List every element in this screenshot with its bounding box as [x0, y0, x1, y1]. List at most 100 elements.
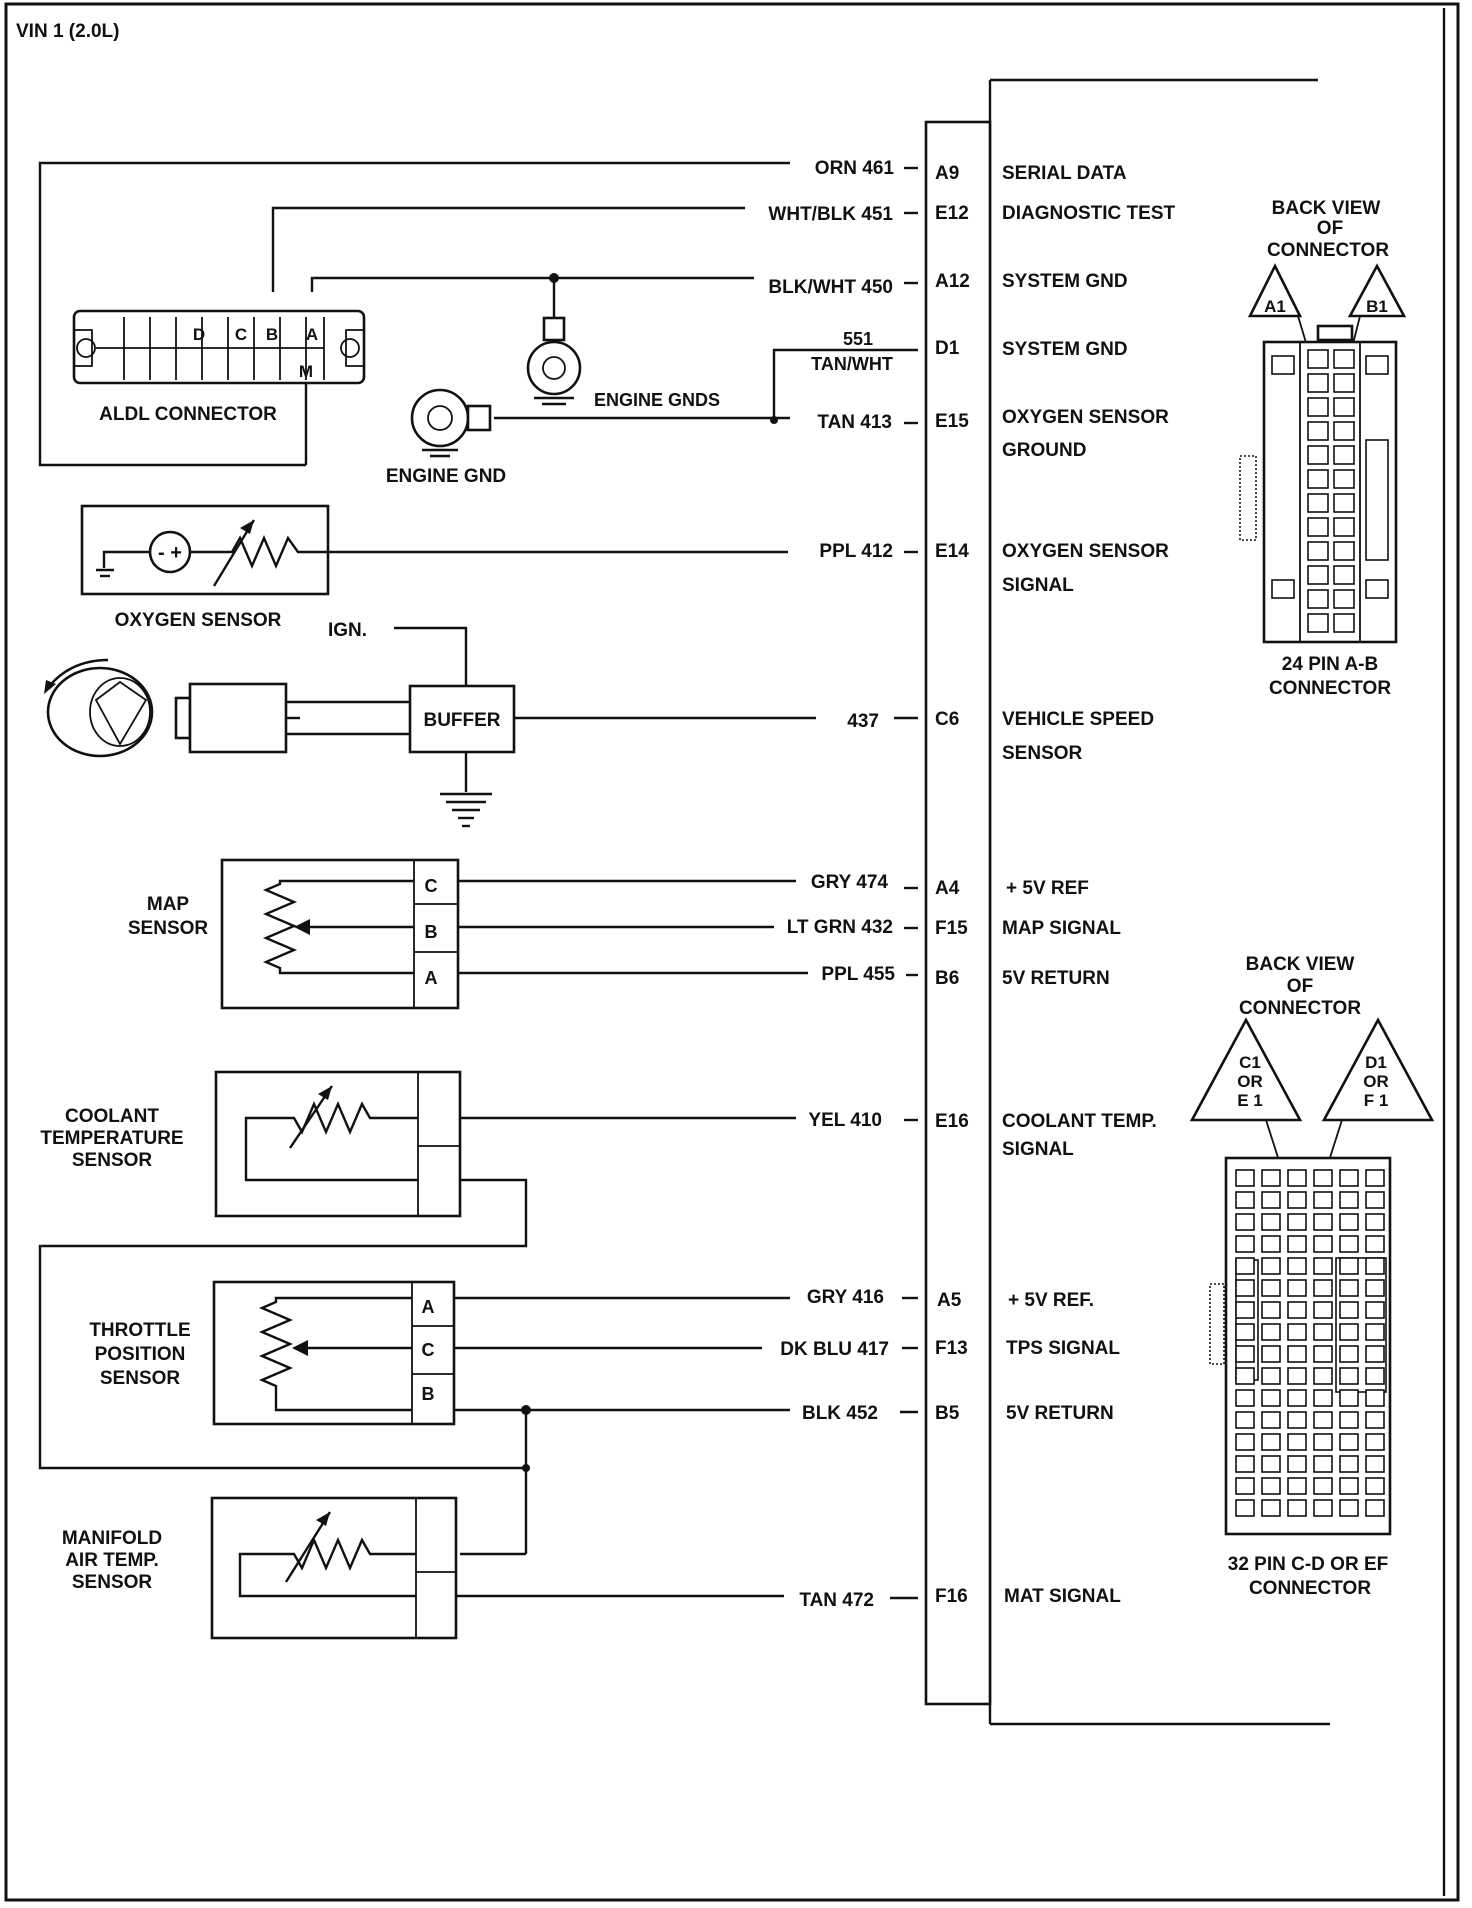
connector-pin-cell	[1365, 1499, 1385, 1517]
connector-pin-cell	[1333, 517, 1355, 537]
connector-pin-cell	[1365, 1345, 1385, 1363]
oxygen-sensor-label: OXYGEN SENSOR	[115, 610, 282, 631]
circuit-vehicle-speed: 437 C6 VEHICLE SPEED SENSOR	[514, 709, 1154, 764]
connector-pin-cell	[1313, 1345, 1333, 1363]
connector-pin-cell	[1287, 1235, 1307, 1253]
connector-pin-cell	[1313, 1213, 1333, 1231]
connector-pin-cell	[1287, 1367, 1307, 1385]
connector-pin-cell	[1313, 1323, 1333, 1341]
c32-marker-right-1: D1	[1365, 1053, 1387, 1072]
oxygen-sensor-polarity: - +	[158, 542, 182, 564]
connector-pin-cell	[1307, 517, 1329, 537]
connector-24pin-back-view: BACK VIEW OF CONNECTOR A1 B1 24 PIN A-B …	[1239, 198, 1407, 699]
pin-label: D1	[935, 338, 960, 359]
connector-pin-cell	[1235, 1499, 1255, 1517]
connector-pin-cell	[1365, 1301, 1385, 1319]
connector-pin-cell	[1261, 1433, 1281, 1451]
connector-pin-cell	[1313, 1477, 1333, 1495]
connector-pin-cell	[1307, 445, 1329, 465]
buffer-label: BUFFER	[423, 710, 500, 731]
tps-pin-b: B	[422, 1384, 435, 1404]
connector-pin-cell	[1261, 1191, 1281, 1209]
connector-pin-cell	[1339, 1279, 1359, 1297]
engine-gnds-device: ENGINE GNDS	[526, 316, 720, 410]
connector-pin-cell	[1333, 373, 1355, 393]
circuit-5v-return-b6: PPL 455 B6 5V RETURN	[456, 964, 1110, 989]
connector-pin-cell	[1261, 1499, 1281, 1517]
connector-pin-cell	[1261, 1213, 1281, 1231]
map-sensor-label-2: SENSOR	[128, 918, 209, 939]
connector-pin-cell	[1365, 1191, 1385, 1209]
signal-label-2: SENSOR	[1002, 743, 1083, 764]
mat-sensor-label-3: SENSOR	[72, 1572, 153, 1593]
pin-label: E16	[935, 1111, 969, 1132]
pin-label: A12	[935, 271, 970, 292]
ecm-connector-strip	[924, 120, 992, 1706]
connector-pin-cell	[1339, 1411, 1359, 1429]
connector-pin-cell	[1313, 1411, 1333, 1429]
circuit-map-signal: LT GRN 432 F15 MAP SIGNAL	[456, 917, 1121, 939]
engine-gnd-label: ENGINE GND	[386, 466, 506, 487]
connector-pin-cell	[1333, 613, 1355, 633]
connector-pin-cell	[1365, 1477, 1385, 1495]
c24-header-1: BACK VIEW	[1272, 198, 1381, 219]
connector-pin-cell	[1313, 1169, 1333, 1187]
page-frame	[4, 2, 1460, 1902]
connector-pin-cell	[1261, 1323, 1281, 1341]
throttle-position-sensor: A C B THROTTLE POSITION SENSOR	[89, 1280, 456, 1426]
connector-pin-cell	[1307, 421, 1329, 441]
signal-label-2: SIGNAL	[1002, 1139, 1074, 1160]
connector-pin-cell	[1339, 1345, 1359, 1363]
signal-label: COOLANT TEMP.	[1002, 1111, 1157, 1132]
circuit-coolant-signal: YEL 410 E16 COOLANT TEMP. SIGNAL	[460, 1110, 1157, 1160]
c32-marker-left-2: OR	[1237, 1072, 1263, 1091]
c32-marker-right-3: F 1	[1364, 1091, 1389, 1110]
coolant-sensor-label-3: SENSOR	[72, 1150, 153, 1171]
signal-label-2: GROUND	[1002, 440, 1086, 461]
connector-pin-cell	[1365, 1433, 1385, 1451]
connector-pin-cell	[1261, 1389, 1281, 1407]
engine-gnds-label: ENGINE GNDS	[594, 390, 720, 410]
connector-pin-cell	[1333, 349, 1355, 369]
pin-label: A9	[935, 163, 959, 184]
connector-pin-cell	[1235, 1367, 1255, 1385]
wire-label: YEL 410	[808, 1110, 882, 1131]
connector-pin-cell	[1307, 469, 1329, 489]
aldl-connector: D C B A M ALDL CONNECTOR	[72, 309, 366, 465]
connector-pin-cell	[1313, 1235, 1333, 1253]
connector-pin-cell	[1307, 565, 1329, 585]
connector-pin-cell	[1287, 1301, 1307, 1319]
connector-pin-cell	[1339, 1367, 1359, 1385]
c24-caption-2: CONNECTOR	[1269, 678, 1391, 699]
connector-pin-cell	[1333, 397, 1355, 417]
tps-label-2: POSITION	[95, 1344, 186, 1365]
wire-label: DK BLU 417	[780, 1339, 889, 1360]
sensor-return-network	[38, 1178, 530, 1556]
connector-pin-cell	[1339, 1323, 1359, 1341]
oxygen-sensor: - + OXYGEN SENSOR	[80, 504, 330, 631]
c32-marker-left-3: E 1	[1237, 1091, 1263, 1110]
connector-pin-cell	[1339, 1433, 1359, 1451]
connector-pin-cell	[1287, 1345, 1307, 1363]
connector-pin-cell	[1235, 1389, 1255, 1407]
connector-pin-cell	[1261, 1279, 1281, 1297]
wire-label: ORN 461	[815, 158, 895, 179]
pin-label: E12	[935, 203, 969, 224]
circuit-tps-signal: DK BLU 417 F13 TPS SIGNAL	[454, 1338, 1120, 1360]
pin-label: B6	[935, 968, 959, 989]
mat-sensor-label-2: AIR TEMP.	[65, 1550, 159, 1571]
connector-pin-cell	[1287, 1323, 1307, 1341]
connector-pin-cell	[1307, 349, 1329, 369]
wire-label: TAN 413	[817, 412, 892, 433]
engine-gnd-device: ENGINE GND	[386, 388, 506, 487]
connector-pin-cell	[1287, 1433, 1307, 1451]
signal-label: MAP SIGNAL	[1002, 918, 1121, 939]
connector-pin-cell	[1313, 1367, 1333, 1385]
wire-label: PPL 455	[821, 964, 895, 985]
c24-caption-1: 24 PIN A-B	[1282, 654, 1378, 675]
connector-pin-cell	[1339, 1455, 1359, 1473]
tps-label-3: SENSOR	[100, 1368, 181, 1389]
connector-pin-cell	[1339, 1257, 1359, 1275]
signal-label: VEHICLE SPEED	[1002, 709, 1154, 730]
connector-pin-cell	[1307, 373, 1329, 393]
